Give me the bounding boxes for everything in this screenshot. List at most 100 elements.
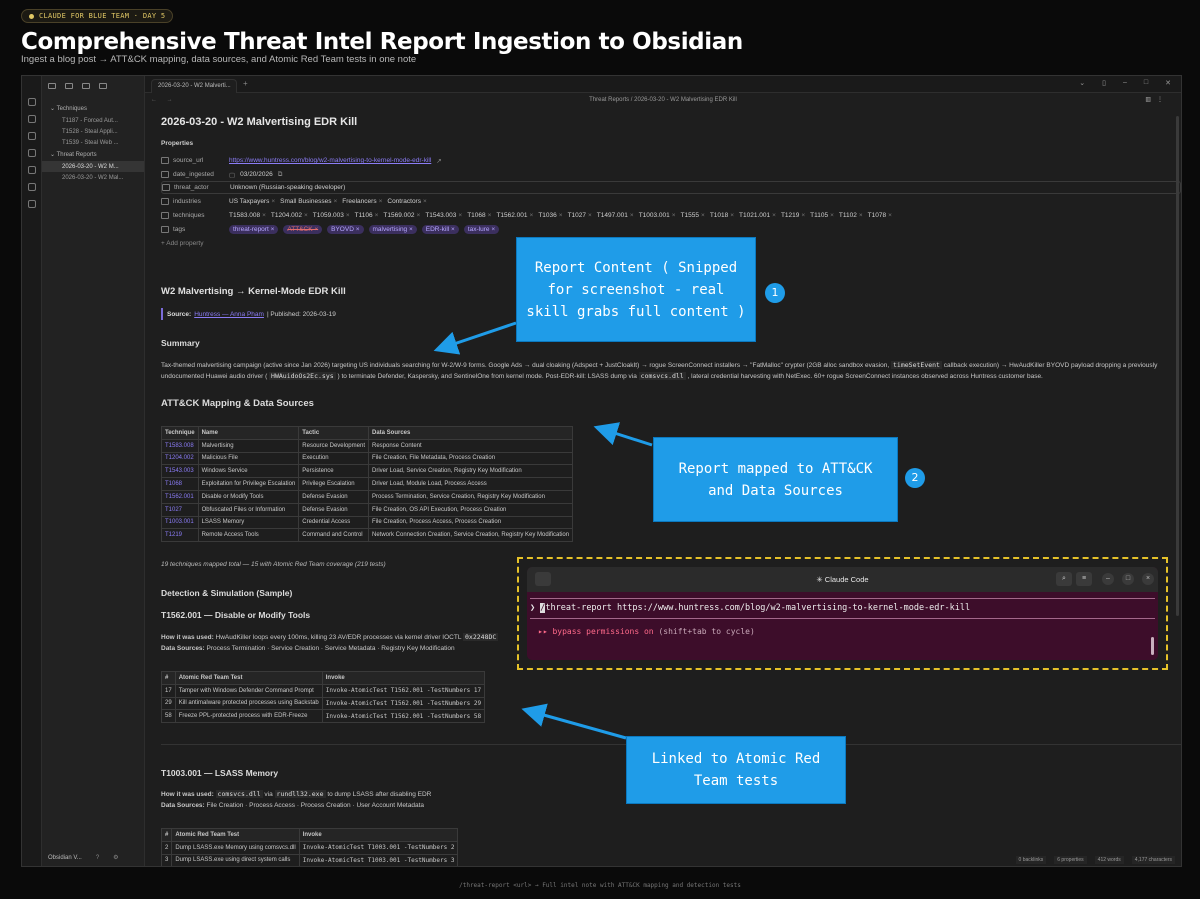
remove-icon[interactable]: × [671,212,676,219]
chip[interactable]: T1555× [681,212,705,219]
chip[interactable]: T1569.002× [383,212,420,219]
table-cell[interactable]: T1003.001 [161,515,199,530]
note-scrollbar[interactable] [1176,116,1179,616]
remove-icon[interactable]: × [271,198,276,205]
command-input[interactable]: ❯ /threat-report https://www.huntress.co… [530,603,970,613]
file-item[interactable]: 2026-03-20 - W2 Mal... [62,174,124,181]
chip[interactable]: T1497.001× [597,212,634,219]
terminal-icon[interactable] [27,183,36,191]
file-item[interactable]: T1539 - Steal Web ... [62,139,119,146]
tag-pill[interactable]: EDR-kill × [421,225,459,234]
vault-switcher[interactable]: Obsidian V... ? ⚙ [48,854,119,862]
remove-icon[interactable]: × [558,212,563,219]
chip[interactable]: Contractors× [387,198,426,205]
file-icon[interactable] [27,98,36,106]
folder-threat-reports[interactable]: ⌄ Threat Reports [50,152,97,158]
table-cell[interactable]: T1027 [161,502,199,517]
remove-icon[interactable]: × [487,212,492,219]
table-cell[interactable]: T1204.002 [161,451,199,466]
remove-icon[interactable]: × [588,212,592,219]
maximize-icon[interactable]: □ [1143,79,1149,86]
remove-icon[interactable]: × [458,212,463,219]
add-property-button[interactable]: + Add property [161,240,204,247]
chip[interactable]: T1018× [710,212,734,219]
chip[interactable]: Small Businesses× [280,198,337,205]
chip[interactable]: Freelancers× [342,198,382,205]
search-icon[interactable]: ⌕ [1056,572,1072,586]
reading-view-icon[interactable]: ▥ [1145,97,1157,103]
terminal-scrollbar[interactable] [1151,637,1154,655]
prop-date[interactable]: date_ingested ▢03/20/2026⧉ [161,168,1181,181]
calendar-icon[interactable] [27,149,36,157]
tag-pill[interactable]: malvertising × [368,225,417,234]
remove-icon[interactable]: × [422,198,427,205]
remove-icon[interactable]: × [529,212,534,219]
search-icon[interactable] [27,115,36,123]
remove-icon[interactable]: × [629,212,634,219]
new-tab-icon[interactable] [535,572,551,586]
remove-icon[interactable]: × [858,212,863,219]
table-cell[interactable]: T1543.003 [161,464,199,479]
remove-icon[interactable]: × [378,198,383,205]
remove-icon[interactable]: × [303,212,308,219]
remove-icon[interactable]: × [772,212,776,219]
remove-icon[interactable]: × [730,212,735,219]
chip[interactable]: T1036× [538,212,562,219]
collapse-icon[interactable] [99,83,107,89]
file-item[interactable]: T1187 - Forced Aut... [62,117,118,124]
prop-techniques[interactable]: techniques T1583.008×T1204.002×T1059.003… [161,209,1181,222]
new-tab-icon[interactable]: + [243,79,248,88]
remove-icon[interactable]: × [830,212,834,219]
tag-pill[interactable]: BYOVD × [327,225,364,234]
tag-pill[interactable]: threat-report × [229,225,279,234]
canvas-icon[interactable] [27,166,36,174]
maximize-icon[interactable]: □ [1122,573,1134,585]
chip[interactable]: T1106× [355,212,379,219]
chip[interactable]: T1078× [868,212,892,219]
tab-note[interactable]: 2026-03-20 - W2 Malverti... [151,79,237,93]
file-item-active[interactable]: 2026-03-20 - W2 M... [42,161,144,172]
source-author-link[interactable]: Huntress — Anna Pham [194,310,264,318]
source-url-link[interactable]: https://www.huntress.com/blog/w2-malvert… [229,157,432,164]
prop-tags[interactable]: tags threat-report ×ATT&CK ×BYOVD ×malve… [161,223,1181,236]
remove-icon[interactable]: × [262,212,266,219]
graph-icon[interactable] [27,132,36,140]
file-item[interactable]: T1528 - Steal Appli... [62,128,118,135]
more-options-icon[interactable]: ⋮ [1157,97,1169,103]
remove-icon[interactable]: × [333,198,338,205]
chip[interactable]: T1219× [781,212,805,219]
help-icon[interactable]: ? [95,854,100,861]
chip[interactable]: T1105× [810,212,834,219]
chip[interactable]: T1059.003× [313,212,350,219]
minimize-icon[interactable]: – [1122,79,1127,86]
settings-icon[interactable]: ⚙ [113,855,119,861]
sidebar-toggle-icon[interactable]: ▯ [1102,80,1106,87]
menu-icon[interactable]: ≡ [1076,572,1092,586]
chip[interactable]: T1543.003× [425,212,462,219]
remove-icon[interactable]: × [801,212,806,219]
layers-icon[interactable] [27,200,36,208]
table-cell[interactable]: T1068 [161,477,199,491]
minimize-icon[interactable]: – [1102,573,1114,585]
folder-techniques[interactable]: ⌄ Techniques [50,106,87,112]
new-folder-icon[interactable] [65,83,73,89]
chip[interactable]: T1068× [467,212,491,219]
nav-arrows[interactable]: ← → [151,97,177,103]
new-note-icon[interactable] [48,83,56,89]
chip[interactable]: T1204.002× [271,212,308,219]
close-icon[interactable]: × [1142,573,1154,585]
prop-industries[interactable]: industries US Taxpayers×Small Businesses… [161,195,1181,208]
chip[interactable]: US Taxpayers× [229,198,275,205]
remove-icon[interactable]: × [701,212,705,219]
remove-icon[interactable]: × [416,212,421,219]
prop-source-url[interactable]: source_url https://www.huntress.com/blog… [161,154,1181,167]
chip[interactable]: T1027× [568,212,592,219]
prop-threat-actor[interactable]: threat_actor Unknown (Russian-speaking d… [161,181,1181,194]
table-cell[interactable]: T1562.001 [161,489,199,504]
chip[interactable]: T1102× [839,212,863,219]
tag-pill[interactable]: tax-lure × [463,225,500,234]
backlinks-count[interactable]: 0 backlinks [1015,856,1047,864]
remove-icon[interactable]: × [888,212,892,219]
chip[interactable]: T1562.001× [496,212,533,219]
chip[interactable]: T1583.008× [229,212,266,219]
